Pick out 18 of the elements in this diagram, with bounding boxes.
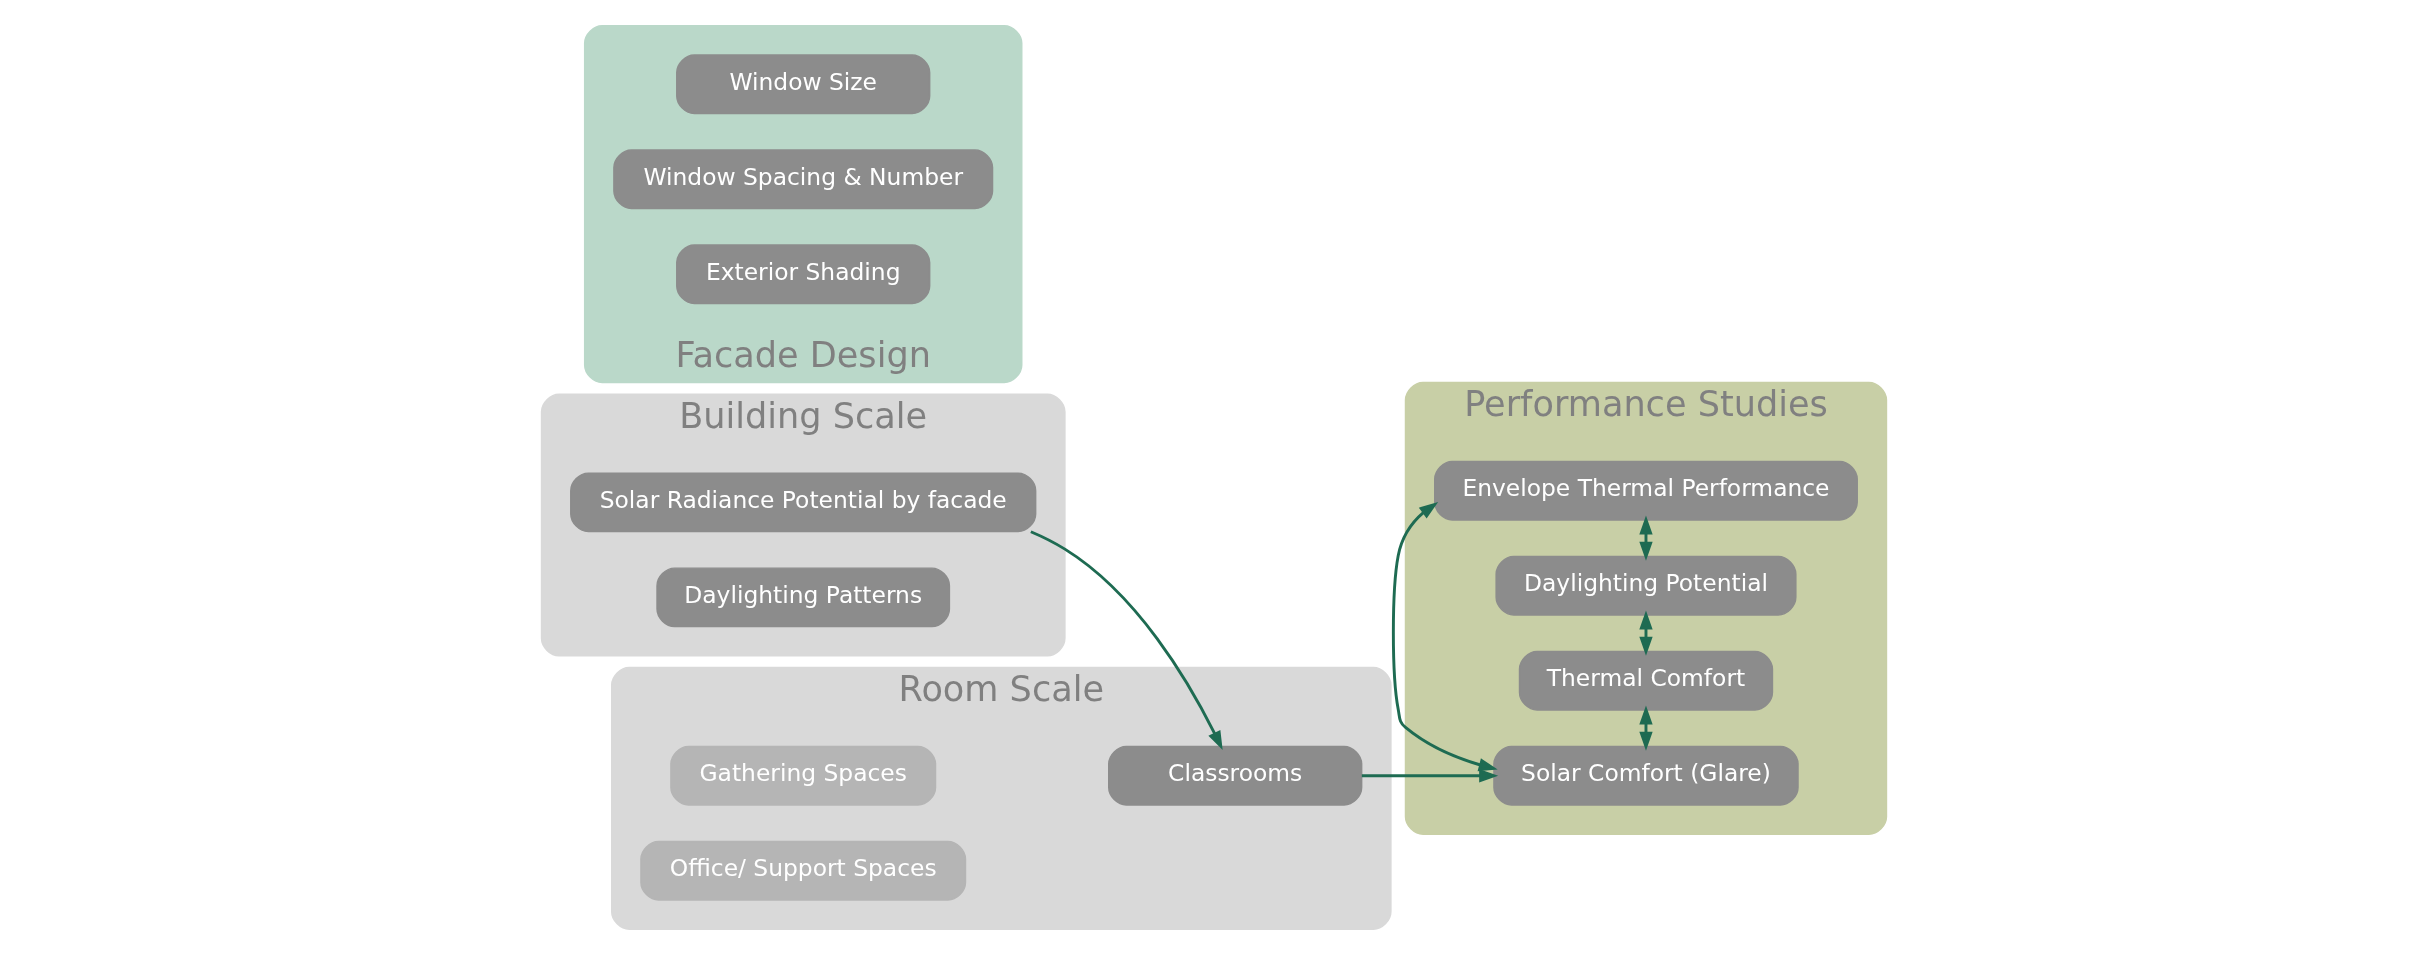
node-box: Gathering Spaces bbox=[670, 745, 937, 806]
node-box: Solar Comfort (Glare) bbox=[1493, 745, 1799, 806]
node-box: Thermal Comfort bbox=[1518, 650, 1774, 711]
arrow bbox=[1639, 610, 1653, 656]
arrow bbox=[1030, 530, 1223, 751]
node-box: Solar Radiance Potential by facade bbox=[570, 472, 1037, 533]
node-box: Window Spacing & Number bbox=[613, 149, 994, 210]
arrow bbox=[1361, 769, 1499, 783]
arrow bbox=[1639, 705, 1653, 751]
node-box: Daylighting Patterns bbox=[656, 567, 951, 628]
node-box: Window Size bbox=[676, 54, 931, 115]
node-box: Envelope Thermal Performance bbox=[1434, 460, 1858, 521]
node-box: Daylighting Potential bbox=[1495, 555, 1797, 616]
node-box: Exterior Shading bbox=[676, 244, 931, 305]
arrow bbox=[1639, 515, 1653, 561]
arrow bbox=[1391, 501, 1498, 772]
node-box: Classrooms bbox=[1108, 745, 1363, 806]
node-box: Office/ Support Spaces bbox=[640, 840, 967, 901]
